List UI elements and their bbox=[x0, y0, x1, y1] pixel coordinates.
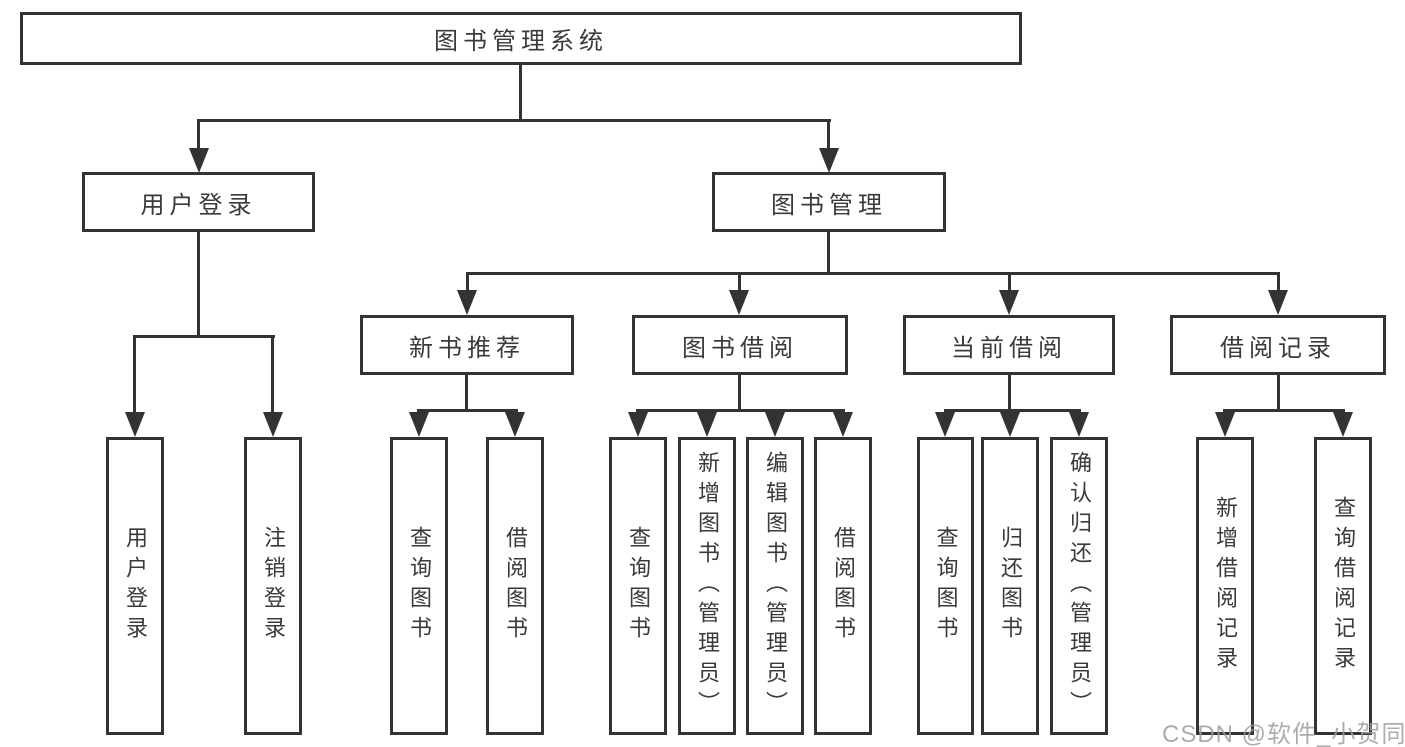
node-root: 图书管理系统 bbox=[20, 12, 1022, 65]
leaf-label: 查询图书 bbox=[626, 526, 651, 646]
arrow-down-icon bbox=[1069, 412, 1089, 437]
connector-hline bbox=[133, 335, 275, 338]
connector-vline bbox=[827, 119, 830, 150]
arrow-down-icon bbox=[1333, 412, 1353, 437]
leaf-label: 用户登录 bbox=[123, 526, 148, 646]
connector-vline bbox=[197, 119, 200, 150]
arrow-down-icon bbox=[833, 412, 853, 437]
node-borrow-record-label: 借阅记录 bbox=[1220, 334, 1336, 362]
leaf-label: 借阅图书 bbox=[503, 526, 528, 646]
arrow-down-icon bbox=[409, 412, 429, 437]
leaf-label: 编辑图书（管理员） bbox=[763, 451, 788, 721]
leaf-borrow-books-rec: 借阅图书 bbox=[486, 437, 544, 735]
leaf-add-borrow-record: 新增借阅记录 bbox=[1196, 437, 1254, 735]
leaf-label: 归还图书 bbox=[998, 526, 1023, 646]
leaf-query-borrow-record: 查询借阅记录 bbox=[1314, 437, 1372, 735]
arrow-down-icon bbox=[1000, 412, 1020, 437]
leaf-label: 新增图书（管理员） bbox=[695, 451, 720, 721]
node-current-borrow-label: 当前借阅 bbox=[951, 334, 1067, 362]
leaf-query-books-current: 查询图书 bbox=[917, 437, 974, 735]
node-user-login: 用户登录 bbox=[82, 172, 315, 232]
node-root-label: 图书管理系统 bbox=[434, 28, 608, 55]
node-current-borrow: 当前借阅 bbox=[903, 315, 1115, 375]
connector-vline bbox=[1277, 272, 1280, 292]
leaf-label: 查询图书 bbox=[933, 526, 959, 646]
node-borrow-record: 借阅记录 bbox=[1170, 315, 1386, 375]
node-new-book-rec: 新书推荐 bbox=[360, 315, 574, 375]
connector-vline bbox=[1008, 272, 1011, 292]
node-new-book-rec-label: 新书推荐 bbox=[409, 334, 525, 362]
arrow-down-icon bbox=[729, 290, 749, 315]
arrow-down-icon bbox=[263, 412, 283, 437]
connector-vline bbox=[465, 375, 468, 409]
watermark: CSDN @软件_小贺同学 bbox=[1162, 721, 1405, 747]
leaf-add-books-admin: 新增图书（管理员） bbox=[678, 437, 736, 735]
arrow-down-icon bbox=[819, 148, 839, 173]
leaf-label: 查询借阅记录 bbox=[1331, 496, 1356, 676]
connector-hline bbox=[466, 272, 1279, 275]
connector-hline bbox=[636, 409, 845, 412]
connector-vline bbox=[197, 232, 200, 335]
connector-vline bbox=[738, 375, 741, 409]
arrow-down-icon bbox=[999, 290, 1019, 315]
connector-hline bbox=[1223, 409, 1345, 412]
arrow-down-icon bbox=[1268, 290, 1288, 315]
node-book-borrow-label: 图书借阅 bbox=[682, 334, 798, 362]
node-book-mgmt-label: 图书管理 bbox=[771, 191, 887, 219]
leaf-user-login: 用户登录 bbox=[106, 437, 164, 735]
leaf-label: 新增借阅记录 bbox=[1213, 496, 1238, 676]
leaf-return-books: 归还图书 bbox=[981, 437, 1039, 735]
leaf-label: 借阅图书 bbox=[831, 526, 856, 646]
leaf-label: 确认归还（管理员） bbox=[1067, 451, 1092, 721]
leaf-query-books-rec: 查询图书 bbox=[390, 437, 448, 735]
connector-hline bbox=[197, 119, 831, 122]
arrow-down-icon bbox=[628, 412, 648, 437]
leaf-borrow-books: 借阅图书 bbox=[814, 437, 872, 735]
arrow-down-icon bbox=[505, 412, 525, 437]
connector-hline bbox=[417, 409, 518, 412]
connector-vline bbox=[827, 232, 830, 272]
leaf-label: 注销登录 bbox=[261, 526, 286, 646]
connector-vline bbox=[738, 272, 741, 292]
node-book-borrow: 图书借阅 bbox=[632, 315, 848, 375]
leaf-logout: 注销登录 bbox=[244, 437, 302, 735]
connector-vline bbox=[1008, 375, 1011, 409]
connector-vline bbox=[519, 65, 522, 119]
connector-vline bbox=[271, 335, 274, 413]
leaf-query-books-borrow: 查询图书 bbox=[609, 437, 667, 735]
leaf-label: 查询图书 bbox=[407, 526, 432, 646]
leaf-confirm-return-admin: 确认归还（管理员） bbox=[1050, 437, 1108, 735]
arrow-down-icon bbox=[697, 412, 717, 437]
node-book-mgmt: 图书管理 bbox=[712, 172, 946, 232]
arrow-down-icon bbox=[189, 148, 209, 173]
arrow-down-icon bbox=[765, 412, 785, 437]
connector-vline bbox=[1277, 375, 1280, 409]
leaf-edit-books-admin: 编辑图书（管理员） bbox=[746, 437, 804, 735]
arrow-down-icon bbox=[125, 412, 145, 437]
arrow-down-icon bbox=[935, 412, 955, 437]
connector-vline bbox=[466, 272, 469, 292]
arrow-down-icon bbox=[457, 290, 477, 315]
arrow-down-icon bbox=[1215, 412, 1235, 437]
node-user-login-label: 用户登录 bbox=[140, 191, 257, 219]
connector-hline bbox=[944, 409, 1081, 412]
connector-vline bbox=[133, 335, 136, 413]
